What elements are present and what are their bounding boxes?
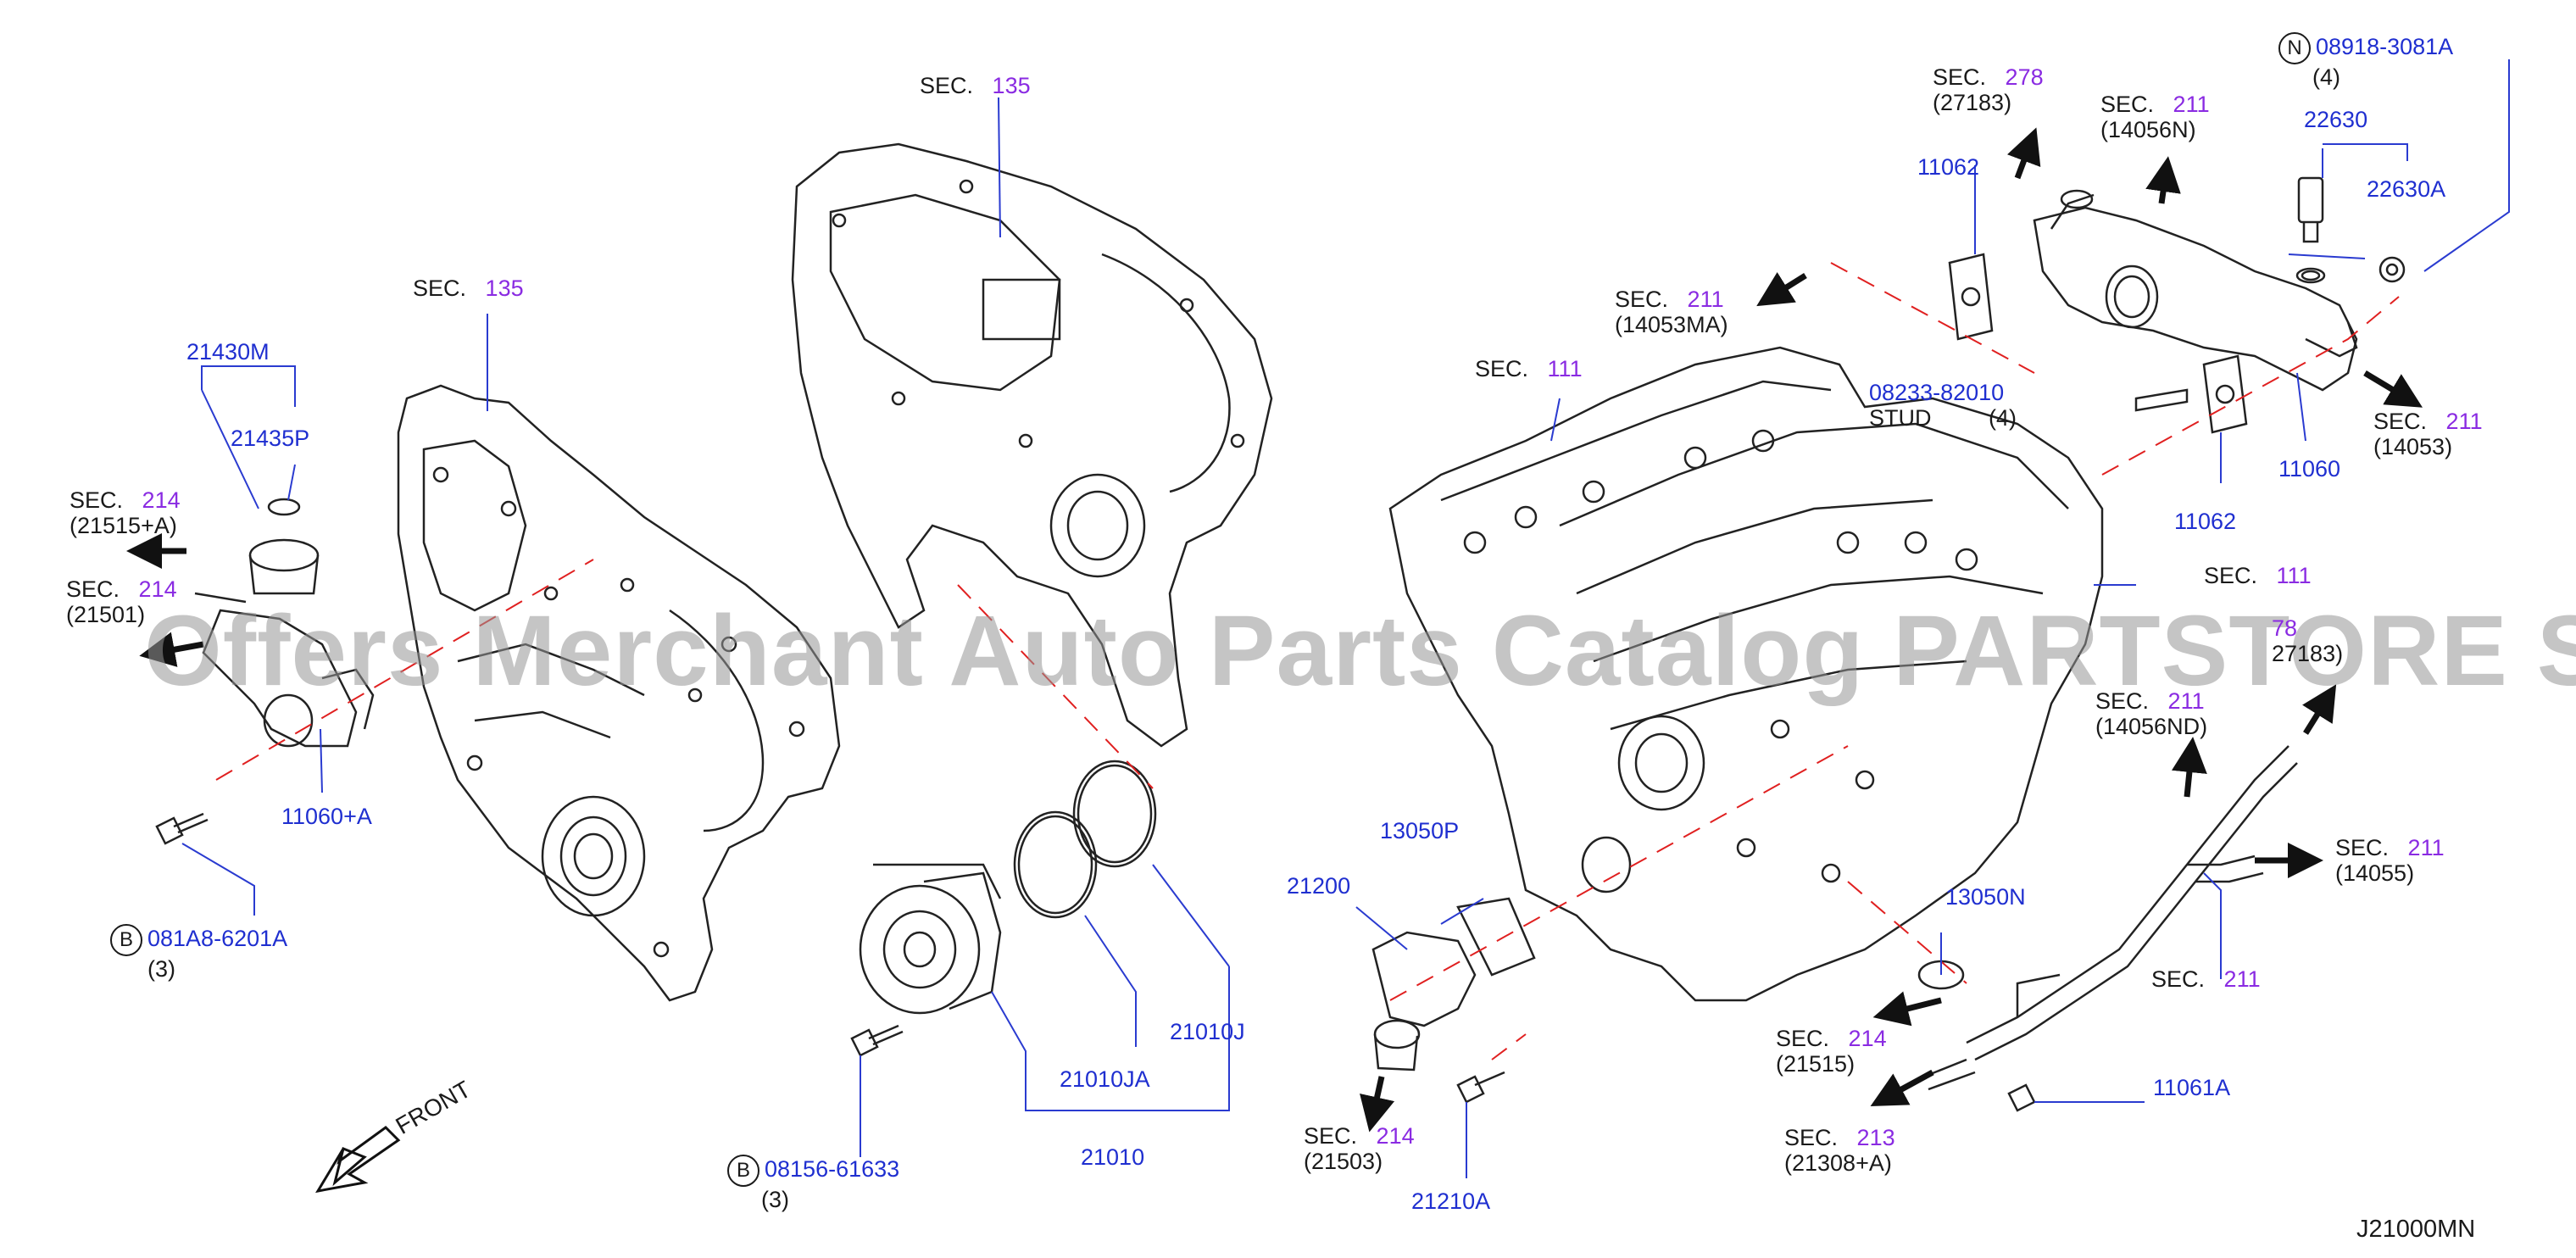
- sec-211-14056N[interactable]: SEC. 211(14056N): [2100, 92, 2210, 142]
- gasket-13050P: [1456, 897, 1536, 977]
- watermark-text: Offers Merchant Auto Parts Catalog PARTS…: [144, 595, 2576, 707]
- water-pump: [859, 863, 1002, 1015]
- sec-214-21501[interactable]: SEC. 214(21501): [66, 576, 177, 627]
- sec-211-pipe[interactable]: SEC. 211: [2151, 966, 2261, 992]
- bolt-21210A: [1456, 1071, 1505, 1104]
- sec-211-14056ND[interactable]: SEC. 211(14056ND): [2095, 688, 2208, 739]
- water-pipe-lower: [1917, 745, 2298, 1112]
- front-timing-cover: [397, 384, 841, 1002]
- b-circle-icon: B: [110, 924, 142, 956]
- leader-lines: [181, 59, 2510, 1178]
- sec-211-14053[interactable]: SEC. 211(14053): [2373, 409, 2483, 459]
- water-outlet-pipe: [2033, 189, 2358, 392]
- part-11062-lower[interactable]: 11062: [2174, 509, 2237, 534]
- part-21200[interactable]: 21200: [1287, 873, 1351, 899]
- b-circle-icon: B: [727, 1155, 759, 1187]
- o-ring-21010JA: [1013, 810, 1098, 919]
- sec-214-21515[interactable]: SEC. 214(21515): [1776, 1026, 1887, 1077]
- part-21210A[interactable]: 21210A: [1411, 1188, 1491, 1214]
- part-21010J[interactable]: 21010J: [1170, 1019, 1245, 1044]
- thermostat-housing-21200: [1371, 931, 1477, 1072]
- part-11060[interactable]: 11060: [2278, 456, 2341, 481]
- gasket-11062-upper: [1948, 253, 1994, 341]
- rear-timing-cover: [791, 142, 1273, 748]
- washer-08918: [2378, 256, 2406, 283]
- bolt-081A8: [155, 812, 209, 845]
- sec-278-27183[interactable]: SEC. 278(27183): [1933, 64, 2044, 115]
- sec-135-front[interactable]: SEC. 135: [413, 276, 524, 301]
- o-ring-21010J: [1072, 760, 1157, 868]
- sec-211-14053MA[interactable]: SEC. 211(14053MA): [1615, 287, 1728, 337]
- part-13050P[interactable]: 13050P: [1380, 818, 1460, 843]
- sec-214-21515A[interactable]: SEC. 214(21515+A): [70, 487, 181, 538]
- bolt-08156: [850, 1024, 904, 1057]
- temp-sensor-22630: [2295, 176, 2326, 284]
- sec-211-14055[interactable]: SEC. 211(14055): [2335, 835, 2445, 886]
- part-21010[interactable]: 21010: [1081, 1144, 1145, 1170]
- part-11062-upper[interactable]: 11062: [1917, 154, 1980, 180]
- part-21430M[interactable]: 21430M: [186, 339, 270, 365]
- diagram-code: J21000MN: [2356, 1216, 2476, 1243]
- direction-arrows: [126, 127, 2423, 1133]
- gasket-11062-lower: [2202, 354, 2248, 434]
- alignment-lines: [215, 262, 2400, 1060]
- part-13050N[interactable]: 13050N: [1945, 884, 2026, 910]
- part-22630A[interactable]: 22630A: [2367, 176, 2446, 202]
- sec-214-21503[interactable]: SEC. 214(21503): [1304, 1123, 1415, 1174]
- n-circle-icon: N: [2278, 32, 2311, 64]
- stud-08233: [2134, 388, 2189, 412]
- part-22630[interactable]: 22630: [2304, 107, 2368, 132]
- sec-111-lower[interactable]: SEC. 111: [2204, 563, 2312, 588]
- sec-111-upper[interactable]: SEC. 111: [1475, 356, 1583, 381]
- sec-213-21308A[interactable]: SEC. 213(21308+A): [1784, 1125, 1895, 1176]
- thermostat-housing-left: [194, 498, 375, 748]
- part-11061A[interactable]: 11061A: [2153, 1075, 2231, 1100]
- part-21435P[interactable]: 21435P: [231, 426, 310, 451]
- part-11060A[interactable]: 11060+A: [281, 804, 372, 829]
- sec-135-rear[interactable]: SEC. 135: [920, 73, 1031, 98]
- part-21010JA[interactable]: 21010JA: [1060, 1066, 1150, 1092]
- front-arrow-icon: [315, 1126, 401, 1194]
- cylinder-block: [1388, 346, 2104, 1002]
